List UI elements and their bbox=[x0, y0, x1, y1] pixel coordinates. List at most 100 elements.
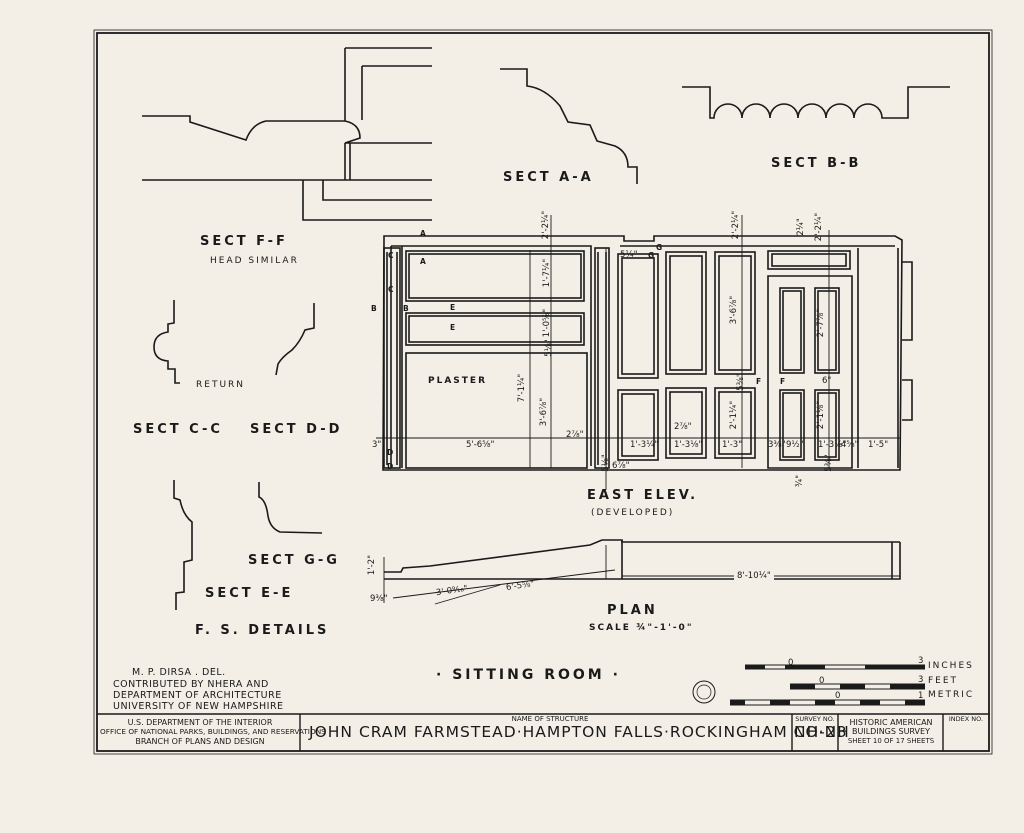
sect-ff-label: SECT F-F bbox=[200, 234, 288, 249]
credit-delineator: M. P. DIRSA . DEL. bbox=[132, 667, 226, 678]
key-c-top: C bbox=[388, 251, 394, 260]
key-b-right: B bbox=[403, 304, 409, 313]
plan-dim-c: 8'-10¼" bbox=[734, 571, 774, 581]
plan-scale: SCALE ¾"-1'-0" bbox=[589, 623, 694, 633]
scale-feet: FEET bbox=[928, 676, 959, 686]
dim-h1: 1'-7¼" bbox=[542, 258, 553, 288]
sect-cc-label: SECT C-C bbox=[133, 422, 223, 437]
sect-aa-profile bbox=[500, 68, 638, 184]
dim-top-mid: 2'-2¼" bbox=[731, 210, 742, 240]
name-of-structure-label: NAME OF STRUCTURE bbox=[511, 715, 589, 723]
index-no-label: INDEX NO. bbox=[948, 715, 984, 723]
sect-gg-label: SECT G-G bbox=[248, 553, 340, 568]
plan-dim-rise: 1'-2" bbox=[367, 554, 378, 576]
survey-no: NH-23 bbox=[794, 723, 848, 741]
dim-h-door2: 2'-1¼" bbox=[729, 400, 740, 430]
sect-dd-profile bbox=[275, 303, 315, 376]
key-f-left: F bbox=[756, 377, 762, 386]
east-elev-title: EAST ELEV. bbox=[587, 488, 699, 503]
scale-three-in: 3 bbox=[918, 656, 924, 666]
credit-line3: DEPARTMENT OF ARCHITECTURE bbox=[113, 690, 282, 701]
key-e-bot: E bbox=[450, 323, 456, 332]
habs-line1: HISTORIC AMERICAN bbox=[849, 718, 933, 727]
dim-w-b: 1'-3" bbox=[722, 440, 743, 450]
habs-line2: BUILDINGS SURVEY bbox=[852, 727, 930, 736]
sect-bb-label: SECT B-B bbox=[771, 156, 862, 171]
title-block-lines bbox=[97, 713, 989, 751]
sect-cc-profile bbox=[153, 300, 180, 384]
key-d-bot: D bbox=[387, 462, 394, 471]
key-g-top: G bbox=[656, 243, 663, 252]
dim-h-small6: 6" bbox=[822, 376, 832, 386]
dim-h-total: 7'-1¼" bbox=[517, 373, 528, 403]
dim-w-42: 4⅝" bbox=[841, 440, 859, 450]
sheet-number: SHEET 10 OF 17 SHEETS bbox=[847, 737, 935, 745]
dim-top-right2: 2¼" bbox=[795, 218, 806, 236]
dim-w-left: 5'-6⅝" bbox=[466, 440, 495, 450]
credit-line4: UNIVERSITY OF NEW HAMPSHIRE bbox=[113, 701, 284, 712]
scale-zero-in: 0 bbox=[788, 658, 794, 668]
dim-w-3: 3" bbox=[372, 440, 382, 450]
scale-inches: INCHES bbox=[928, 661, 974, 671]
dim-h-mid-small: 5⅜" bbox=[735, 373, 746, 391]
dim-w-a: 1'-3¼" bbox=[630, 440, 659, 450]
sect-dd-label: SECT D-D bbox=[250, 422, 343, 437]
key-f-right: F bbox=[780, 377, 786, 386]
dim-w-38: 3⅜" bbox=[768, 440, 786, 450]
scale-zero-m: 0 bbox=[835, 691, 841, 701]
dim-h-right1: 2'-7⅞" bbox=[816, 308, 827, 338]
dim-top-left: 2'-2¼" bbox=[541, 210, 552, 240]
dim-h-right2: 2'-1⅛" bbox=[816, 400, 827, 430]
key-a-top: A bbox=[420, 229, 426, 238]
key-d-top: D bbox=[387, 448, 394, 457]
elevation-dimension-lines bbox=[376, 215, 900, 490]
east-elev-subtitle: (DEVELOPED) bbox=[591, 508, 675, 518]
dim-w-95: 9½" bbox=[786, 440, 804, 450]
credit-line2: CONTRIBUTED BY NHERA AND bbox=[113, 679, 269, 690]
sect-ee-profile bbox=[173, 480, 193, 610]
dim-bot1: 6⅞" bbox=[612, 461, 630, 471]
dim-w-small: 2⅞" bbox=[566, 430, 584, 440]
east-elevation-drawing bbox=[382, 235, 913, 471]
dim-w-c: 1'-3⅛" bbox=[818, 440, 847, 450]
sheet-border bbox=[96, 32, 990, 752]
plan-dim-left: 9⅜" bbox=[370, 594, 388, 604]
agency-line2: OFFICE OF NATIONAL PARKS, BUILDINGS, AND… bbox=[100, 727, 326, 736]
agency-line3: BRANCH OF PLANS AND DESIGN bbox=[135, 737, 265, 746]
sect-gg-profile bbox=[258, 482, 323, 534]
dim-top-small: 5¼" bbox=[620, 250, 638, 260]
sect-aa-label: SECT A-A bbox=[503, 170, 594, 185]
fs-details-label: F. S. DETAILS bbox=[195, 623, 330, 638]
scale-metric: METRIC bbox=[928, 690, 975, 700]
sect-ff-profile bbox=[142, 47, 432, 221]
plaster-label: PLASTER bbox=[428, 376, 487, 386]
return-label: RETURN bbox=[196, 380, 246, 390]
plan-title: PLAN bbox=[607, 603, 658, 618]
dim-h2: 1'-0⅝" bbox=[542, 308, 553, 338]
key-c-bot: C bbox=[388, 285, 394, 294]
key-b-left: B bbox=[371, 304, 377, 313]
dim-bot3: 5⅜" bbox=[823, 454, 834, 472]
dim-h-door: 3'-6⅞" bbox=[729, 295, 740, 325]
dim-top-right: 2'-2¼" bbox=[814, 212, 825, 242]
key-e-top: E bbox=[450, 303, 456, 312]
dim-w-right: 1'-5" bbox=[868, 440, 889, 450]
head-similar-label: HEAD SIMILAR bbox=[210, 256, 299, 266]
scale-three-ft: 3 bbox=[918, 675, 924, 685]
key-g-bot: G bbox=[648, 251, 655, 260]
agency-line1: U.S. DEPARTMENT OF THE INTERIOR bbox=[127, 718, 273, 727]
structure-name: JOHN CRAM FARMSTEAD·HAMPTON FALLS·ROCKIN… bbox=[309, 723, 850, 741]
sect-bb-profile bbox=[682, 86, 950, 119]
survey-no-label: SURVEY NO. bbox=[795, 715, 835, 723]
scale-zero-ft: 0 bbox=[819, 676, 825, 686]
dim-w-center: 2⅞" bbox=[674, 422, 692, 432]
drawing-title: · SITTING ROOM · bbox=[436, 667, 621, 683]
sect-ee-label: SECT E-E bbox=[205, 586, 294, 601]
dim-bot2: 5⅛" bbox=[600, 454, 611, 472]
dim-h-plaster: 3'-6⅞" bbox=[539, 397, 550, 427]
dim-h3: 5⅛" bbox=[543, 339, 554, 357]
key-a: A bbox=[420, 257, 426, 266]
dim-bot4: ¾" bbox=[795, 474, 806, 488]
scale-one-m: 1 bbox=[918, 691, 924, 701]
